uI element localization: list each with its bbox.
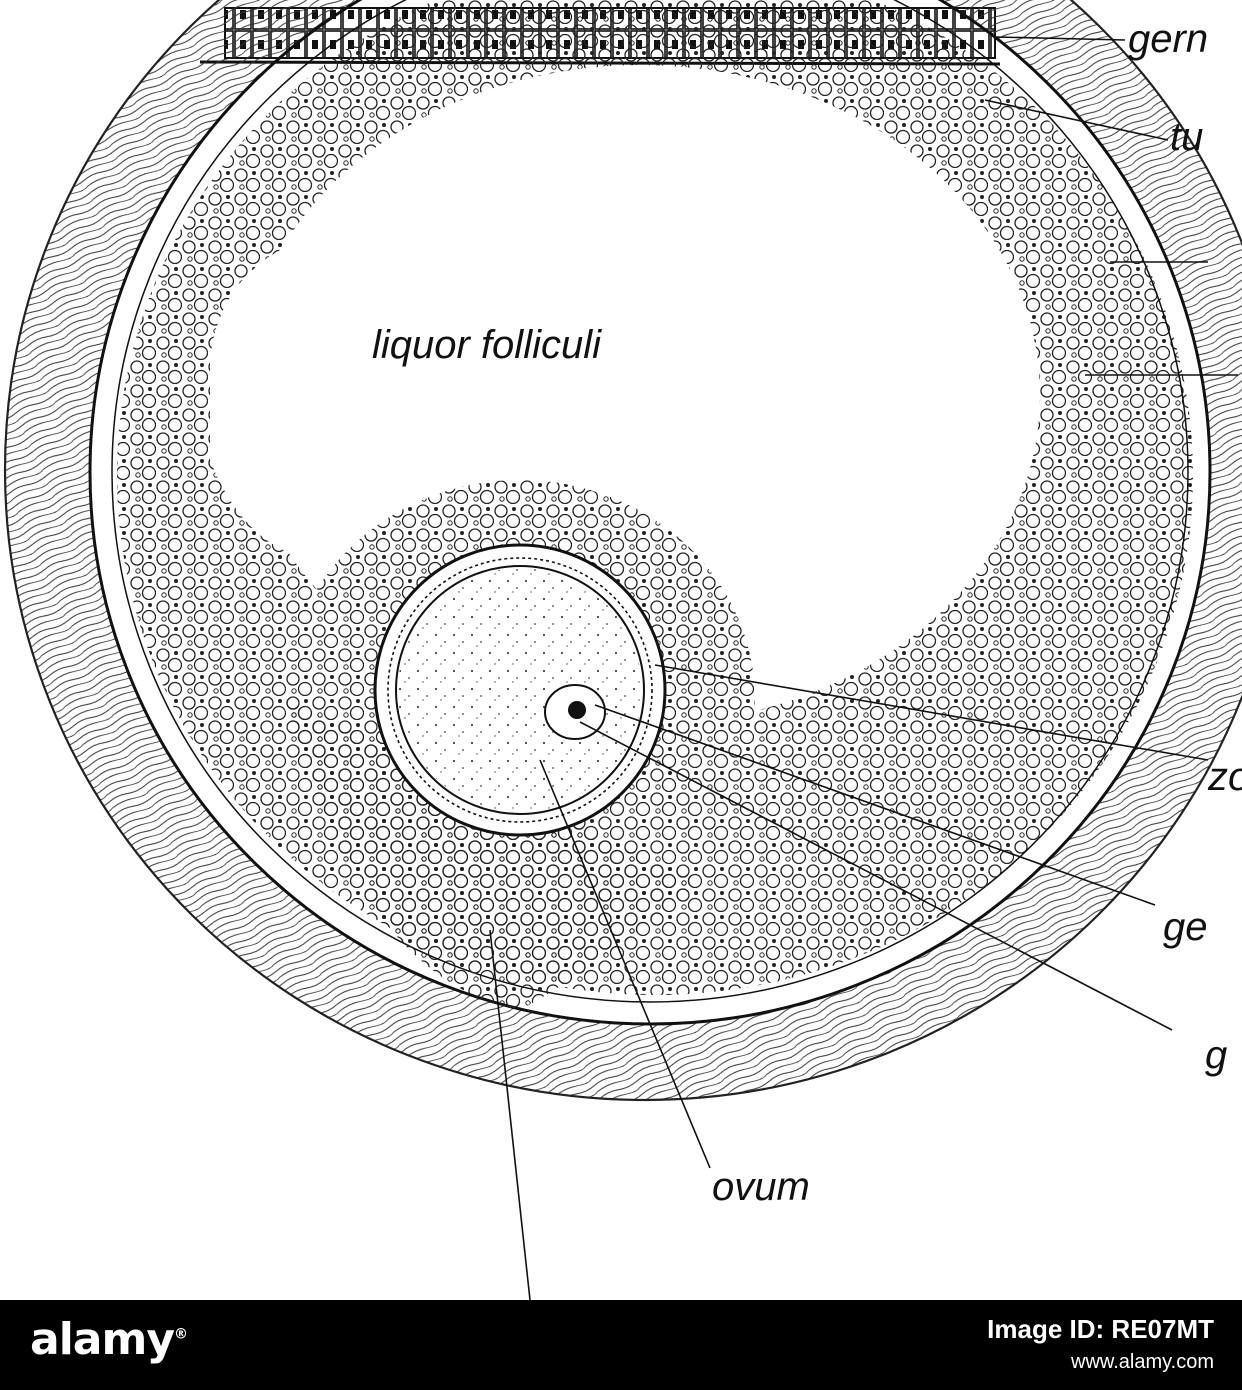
watermark-banner: alamy® Image ID: RE07MT www.alamy.com [0,1300,1242,1390]
label-germinal-vesicle: ge [1163,905,1208,949]
watermark-info: Image ID: RE07MT www.alamy.com [987,1314,1214,1374]
leader-lines [489,36,1238,1300]
image-id: Image ID: RE07MT [987,1314,1214,1344]
label-tunica: tu [1170,115,1203,159]
label-zona: zo [1207,755,1242,799]
membrana-granulosa [0,0,1242,1300]
label-germinal-spot: g [1205,1033,1227,1077]
follicle-figure: liquor folliculi gern tu zo ge g ovum [0,0,1242,1300]
label-ovum: ovum [712,1165,810,1209]
site-url: www.alamy.com [1071,1351,1214,1373]
ovum [373,543,667,837]
label-liquor-folliculi: liquor folliculi [372,323,602,367]
alamy-logo: alamy® [30,1314,188,1365]
label-germinal-epithelium: gern [1128,17,1208,61]
germinal-vesicle [544,684,606,740]
